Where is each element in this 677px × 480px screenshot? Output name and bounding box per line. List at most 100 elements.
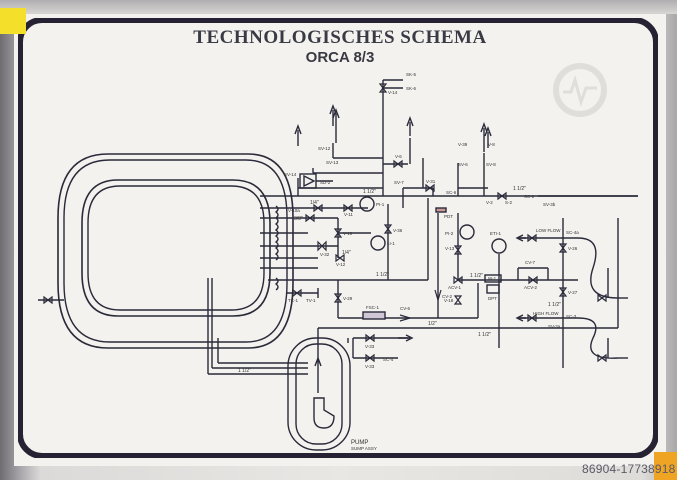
valve-hose-high (597, 353, 607, 363)
valve-acv2 (528, 275, 538, 285)
label-size-right2: 1 1/2" (548, 302, 561, 308)
pdt-box (435, 207, 447, 213)
sump-outer (287, 337, 351, 451)
label-sv3a: SV-3a (548, 324, 561, 329)
sign-frame (18, 18, 658, 458)
label-sc6: SC-6 (446, 190, 457, 195)
label-tv1: TV-1 (306, 298, 316, 303)
label-pi2: PI-2 (445, 231, 454, 236)
label-v33b: V-33 (365, 364, 375, 369)
label-v36: V-36 (393, 228, 403, 233)
label-v27: V-27 (568, 290, 578, 295)
valve-v36 (383, 224, 393, 234)
label-sk5: SK-5 (406, 72, 417, 77)
high-flow-hose (577, 317, 619, 359)
label-v10a: V-10a (288, 208, 300, 213)
label-sc2: SC-2 (524, 194, 535, 199)
label-sv6: SV-6 (458, 162, 468, 167)
label-low-flow: LOW FLOW (536, 228, 561, 233)
pump-body (313, 397, 335, 429)
top-wall-strip (0, 0, 677, 14)
valve-low-flow (527, 233, 537, 243)
label-v6: V-6 (395, 154, 402, 159)
label-cv2: CV-2 (442, 294, 453, 299)
yellow-sticker (0, 8, 26, 34)
label-sv14: SV-14 (284, 172, 297, 177)
label-sv3b: SV-3b (543, 202, 556, 207)
valve-v31 (425, 183, 435, 193)
check-valve-cv6 (399, 314, 413, 322)
label-size-sump: 1 1/2" (238, 368, 251, 374)
label-v26: V-26 (568, 246, 578, 251)
label-pi1: PI-1 (376, 202, 385, 207)
label-v18: V-18 (444, 298, 454, 303)
valve-v11 (343, 203, 353, 213)
valve-acv1 (453, 275, 463, 285)
valve-v33a (365, 333, 375, 343)
label-cv7: CV-7 (525, 260, 536, 265)
label-v32: V-32 (320, 252, 330, 257)
valve-v2 (497, 191, 507, 201)
label-sc3: SC-3 (566, 314, 577, 319)
dpt-box (486, 284, 500, 294)
valve-hose-low (597, 293, 607, 303)
sign-plate (14, 14, 666, 466)
schematic-diagram: SK-5 SK-6 V-14 SV-12 SV-13 SV-14 V-6 SD-… (18, 18, 658, 458)
tank-outer-jacket (57, 153, 294, 349)
valve-v10 (333, 228, 343, 238)
valve-v26 (558, 243, 568, 253)
label-sv8: SV-8 (486, 162, 496, 167)
label-v11: V-11 (344, 212, 353, 217)
li1-gauge (370, 235, 386, 251)
label-sd2: SD-2 (320, 180, 331, 185)
sump-inner (295, 343, 343, 445)
label-size-pump-out: 1 1/2" (478, 332, 491, 338)
label-v12: V-12 (336, 262, 346, 267)
label-li1: LI-1 (387, 241, 395, 246)
label-v31: V-31 (426, 179, 436, 184)
label-size-half: 1/2" (428, 321, 437, 327)
check-valve-cv2 (434, 289, 442, 303)
valve-high-flow (527, 313, 537, 323)
valve-left (43, 295, 53, 305)
label-size-header: 1 1/2" (363, 189, 376, 195)
valve-v32 (317, 240, 327, 252)
label-sc4: SC-4 (383, 357, 394, 362)
label-v2: V-2 (486, 200, 493, 205)
page-title: TECHNOLOGISCHES SCHEMA (193, 27, 487, 48)
label-acv2: ACV-2 (524, 285, 538, 290)
label-s2: S-2 (505, 200, 513, 205)
watermark-id-text: 86904-17738918 (582, 462, 676, 476)
valve-v18 (453, 295, 463, 305)
label-size-quarter2: 1/4" (342, 250, 351, 256)
label-eti1: ETI-1 (490, 231, 501, 236)
label-cv6: CV-6 (400, 306, 411, 311)
label-dpt: DPT (488, 296, 497, 301)
label-tc1: TC-1 (288, 298, 298, 303)
label-v39: V-39 (458, 142, 468, 147)
valve-v14 (378, 83, 388, 93)
valve-tc1 (292, 288, 302, 298)
tank-inner-vessel (81, 179, 271, 317)
label-v13: V-13 (445, 246, 455, 251)
label-size-right: 1 1/2" (470, 273, 483, 279)
valve-v12 (335, 253, 345, 263)
label-sv12: SV-12 (318, 146, 331, 151)
fsc1-filter (362, 311, 386, 320)
low-flow-hose (577, 237, 619, 299)
valve-v39 (313, 203, 323, 213)
label-size-main: 1 1/2" (376, 272, 389, 278)
label-v8: V-8 (488, 142, 495, 147)
label-fsc1: FSC-1 (366, 305, 379, 310)
label-v10: V-10 (343, 231, 353, 236)
label-pdt: PDT (444, 214, 453, 219)
label-v33a: V-33 (365, 344, 375, 349)
machineseeker-gear-icon (553, 63, 607, 117)
orange-sticker (654, 452, 677, 480)
pi1-gauge (359, 196, 375, 212)
label-w1: W-1 (488, 276, 497, 281)
valve-v33b (365, 353, 375, 363)
valve-v13 (453, 245, 463, 255)
label-size-38: 3/8" (294, 216, 303, 222)
pi2-gauge (459, 224, 475, 240)
